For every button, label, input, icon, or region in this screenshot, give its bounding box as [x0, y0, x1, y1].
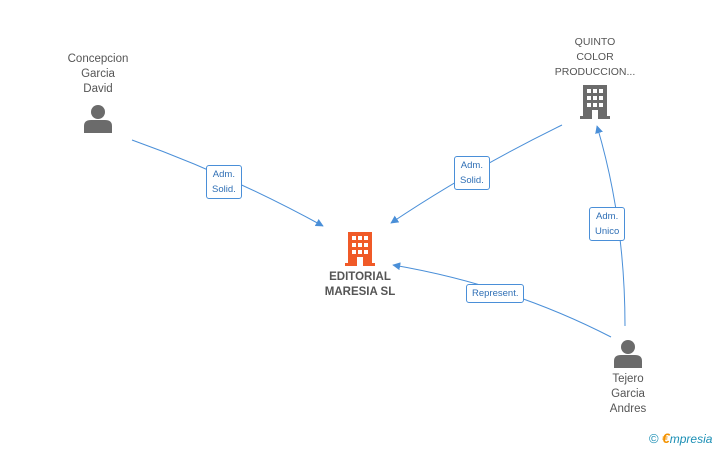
edge-label-line: Adm.: [596, 211, 619, 222]
edge-label-tejero-quinto[interactable]: Adm. Unico: [589, 207, 626, 241]
node-label-line: PRODUCCION...: [554, 66, 636, 78]
edge-label-tejero-editorial[interactable]: Represent.: [466, 284, 525, 303]
node-label-line: Andres: [609, 403, 647, 415]
node-label-line: Garcia: [611, 388, 645, 400]
edge-label-line: Solid.: [212, 184, 236, 195]
node-label-line: David: [83, 83, 113, 95]
building-icon: [580, 85, 610, 119]
edge-label-line: Unico: [595, 226, 620, 237]
edge-label-line: Adm.: [460, 160, 483, 171]
edge-label-concepcion-editorial[interactable]: Adm. Solid.: [206, 165, 242, 199]
node-label-line: Concepcion: [67, 53, 129, 65]
person-icon: [84, 105, 112, 133]
node-label-line: COLOR: [576, 51, 614, 63]
node-label-line: QUINTO: [574, 36, 616, 48]
node-person-concepcion[interactable]: Concepcion Garcia David: [58, 52, 138, 133]
person-icon: [614, 340, 642, 368]
empresia-logo: © €mpresia: [649, 430, 712, 446]
copyright-symbol: ©: [649, 431, 659, 446]
node-company-quinto[interactable]: QUINTO COLOR PRODUCCION...: [545, 35, 645, 119]
brand-initial: €: [661, 430, 670, 446]
node-label-line: Tejero: [612, 373, 644, 385]
node-label-line: Garcia: [81, 68, 115, 80]
node-label-line: EDITORIAL: [329, 271, 391, 283]
edge-label-quinto-editorial[interactable]: Adm. Solid.: [454, 156, 490, 190]
edge-label-line: Represent.: [472, 288, 519, 299]
edge-label-line: Adm.: [212, 169, 235, 180]
node-person-tejero[interactable]: Tejero Garcia Andres: [588, 338, 668, 417]
building-icon: [345, 232, 375, 266]
edge-label-line: Solid.: [460, 175, 484, 186]
node-company-editorial[interactable]: EDITORIAL MARESIA SL: [310, 232, 410, 300]
brand-name: mpresia: [669, 432, 713, 446]
node-label-line: MARESIA SL: [324, 286, 396, 298]
